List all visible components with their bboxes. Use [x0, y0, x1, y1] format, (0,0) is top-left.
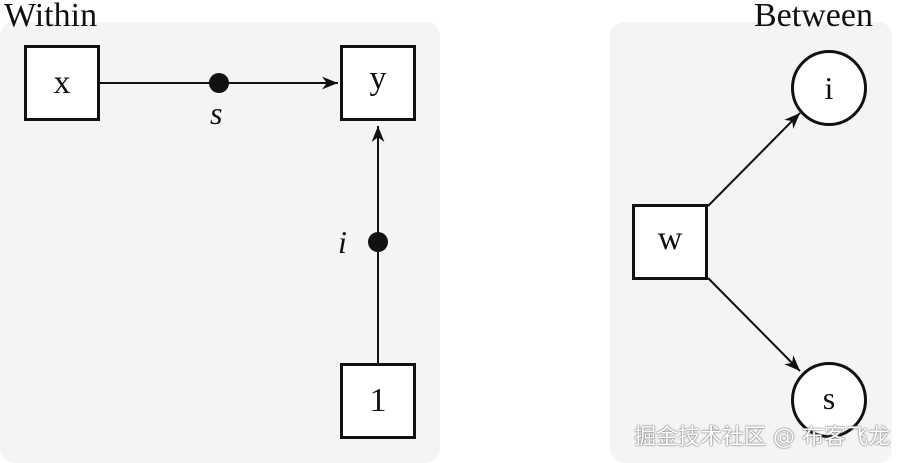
edge-label-i: i [338, 224, 347, 260]
node-x-label: x [53, 64, 71, 101]
node-y-label: y [369, 60, 387, 97]
node-i: i [791, 50, 867, 126]
node-1: 1 [340, 363, 416, 439]
edge-label-s: s [210, 95, 223, 131]
node-y: y [340, 45, 416, 121]
node-1-label: 1 [369, 382, 387, 419]
node-w-label: w [657, 220, 683, 257]
node-s-label: s [822, 379, 836, 416]
watermark: 掘金技术社区 @ 布客飞龙 [634, 425, 890, 450]
edge-w-to-i [707, 112, 801, 207]
edge-x-to-y-point [209, 73, 229, 93]
node-i-label: i [824, 69, 834, 106]
node-x: x [24, 45, 100, 121]
between-title: Between [754, 0, 873, 34]
edge-w-to-s [707, 277, 801, 372]
node-s: s [791, 362, 867, 438]
edge-1-to-y-point [368, 232, 388, 252]
within-title: Within [4, 0, 98, 34]
node-w: w [632, 204, 708, 280]
